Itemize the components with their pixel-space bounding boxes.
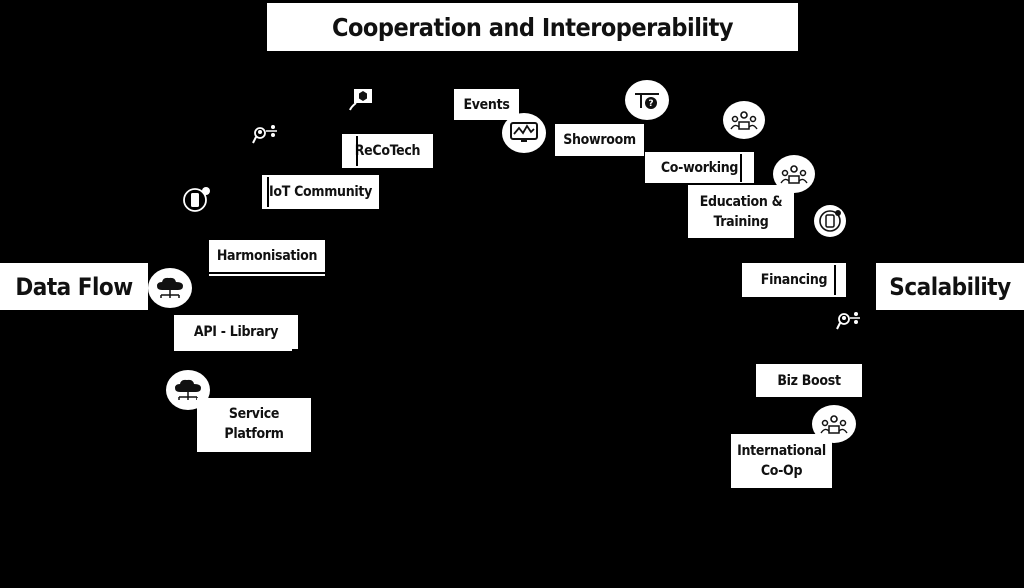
scalability-label: Scalability <box>876 263 1024 310</box>
diagram-title: Cooperation and Interoperability <box>267 3 798 51</box>
coworking-line <box>740 154 742 182</box>
node-international-coop: International Co-Op <box>731 434 832 488</box>
people-network-icon <box>723 101 765 139</box>
node-iot-community: IoT Community <box>262 175 379 209</box>
analytics-monitor-icon <box>502 113 546 153</box>
data-flow-label: Data Flow <box>0 263 148 310</box>
node-recotech-label: ReCoTech <box>354 143 421 159</box>
node-showroom-label: Showroom <box>563 132 636 148</box>
node-harmonisation-label: Harmonisation <box>216 248 318 264</box>
mobile-sync-icon <box>814 205 846 237</box>
mobile-sync-icon <box>179 184 213 214</box>
node-education-label-2: Training <box>713 213 769 230</box>
community-icon <box>250 120 280 146</box>
hex-chat-icon <box>347 86 375 112</box>
node-iot-label: IoT Community <box>268 184 373 200</box>
showroom-underline <box>566 150 630 152</box>
community-icon <box>835 308 863 334</box>
node-coworking-label: Co-working <box>660 159 739 176</box>
node-international-label-2: Co-Op <box>760 463 803 479</box>
api-underline <box>174 349 292 351</box>
node-bizboost-label: Biz Boost <box>777 372 841 389</box>
financing-line <box>834 265 836 295</box>
node-events: Events <box>454 89 519 120</box>
people-network-icon <box>773 155 815 193</box>
recotech-line <box>356 136 358 166</box>
harmonisation-underline <box>209 274 325 276</box>
node-api-library: API - Library <box>174 315 298 349</box>
node-api-label: API - Library <box>193 324 279 340</box>
node-education-label-1: Education & <box>699 193 783 210</box>
node-financing: Financing <box>742 263 846 297</box>
people-network-icon <box>812 405 856 443</box>
node-education-training: Education & Training <box>688 185 794 238</box>
node-events-label: Events <box>463 96 510 113</box>
iot-line <box>267 177 269 207</box>
node-service-platform: Service Platform <box>197 398 311 450</box>
node-coworking: Co-working <box>645 152 754 183</box>
node-financing-label: Financing <box>760 272 828 288</box>
node-service-label-1: Service <box>228 406 280 422</box>
svg-text:?: ? <box>648 99 653 109</box>
service-underline <box>197 450 311 452</box>
cloud-network-icon <box>148 268 192 308</box>
question-routing-icon[interactable]: ? <box>625 80 669 120</box>
node-harmonisation: Harmonisation <box>209 240 325 272</box>
node-service-label-2: Platform <box>224 426 284 442</box>
node-bizboost: Biz Boost <box>756 364 862 397</box>
node-international-label-1: International <box>737 443 826 459</box>
